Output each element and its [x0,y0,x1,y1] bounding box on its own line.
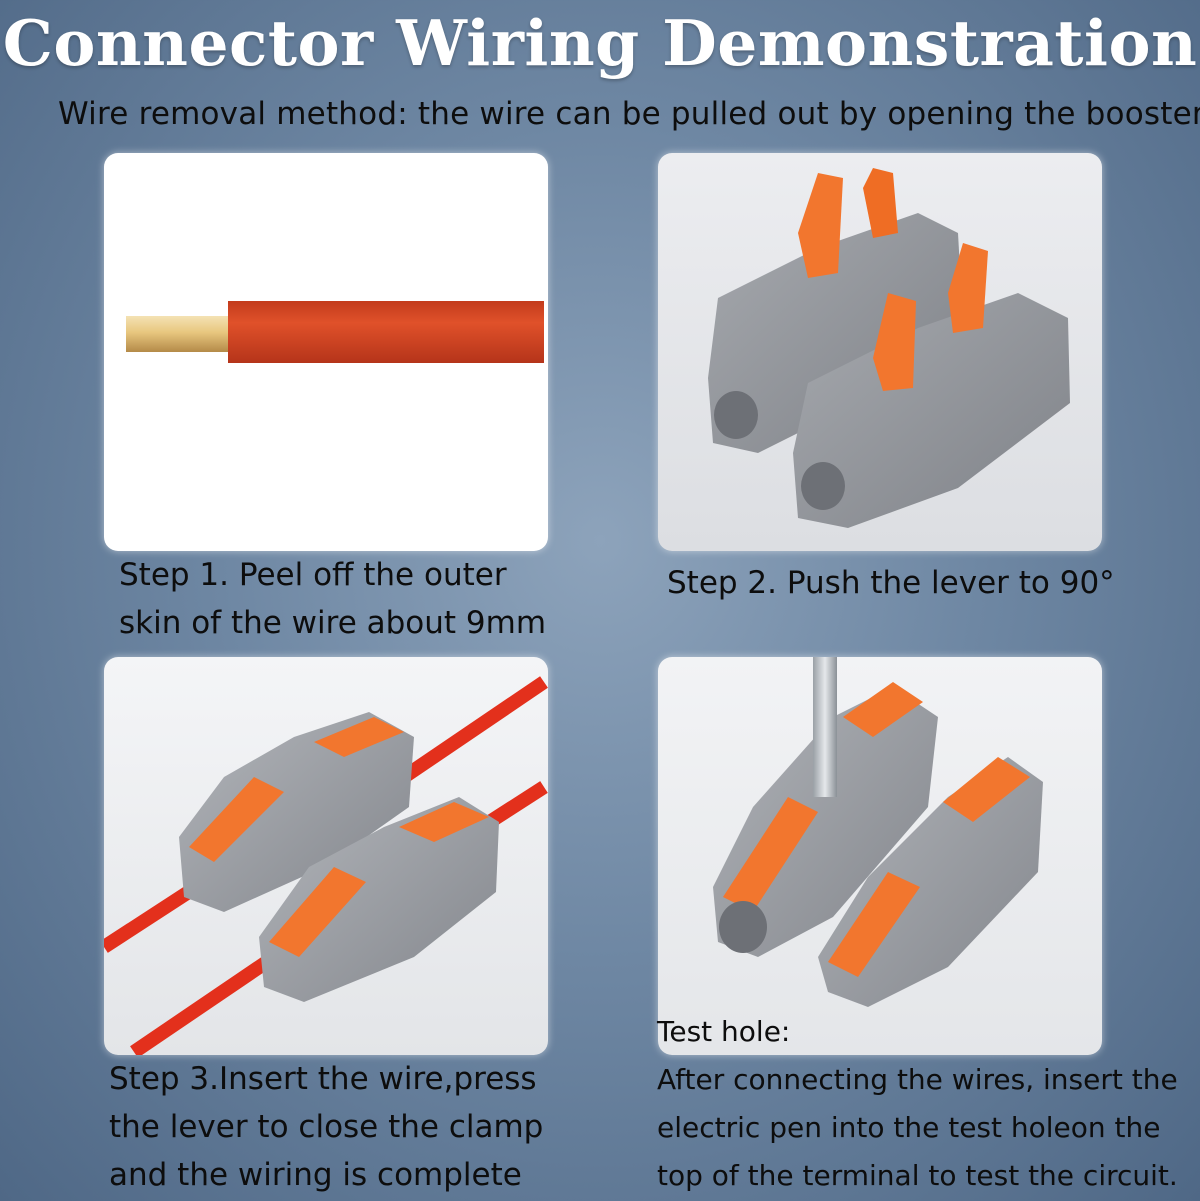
connector-body-front [793,293,1070,528]
caption-line: Step 3.Insert the wire,press [109,1061,537,1097]
connector-body-back [708,213,963,453]
step4-caption: Test hole: After connecting the wires, i… [657,1008,1178,1200]
electric-pen [813,657,837,797]
caption-line: Step 2. Push the lever to 90° [667,565,1115,601]
lever-1 [798,173,843,278]
connector-closed-back [179,712,414,912]
lever-closed-2 [314,717,404,757]
lever-test-3 [828,872,920,977]
caption-line: the lever to close the clamp [109,1109,544,1145]
wire-insulation [228,301,544,363]
step2-caption: Step 2. Push the lever to 90° [667,559,1115,607]
lever-4 [948,243,988,333]
caption-line: and the wiring is complete [109,1157,522,1193]
step2-image [658,153,1102,551]
caption-line: top of the terminal to test the circuit. [657,1159,1178,1192]
lever-test-1 [723,797,818,912]
lever-3 [873,293,916,391]
caption-line: electric pen into the test holeon the [657,1111,1161,1144]
step1-image [104,153,548,551]
lever-test-2 [843,682,923,737]
lever-2 [863,168,898,238]
step3-caption: Step 3.Insert the wire,press the lever t… [109,1055,543,1199]
page-title: Connector Wiring Demonstration [2,6,1198,80]
lever-closed-1 [189,777,284,862]
lever-closed-4 [399,802,489,842]
caption-line: Step 1. Peel off the outer [119,557,507,593]
lever-closed-3 [269,867,366,957]
wire-a-out [400,676,548,783]
caption-line: Test hole: [657,1015,791,1048]
lever-test-4 [943,757,1030,822]
wire-hole-back [714,391,758,439]
connector-test-back [713,687,938,957]
connector-closed-front [259,797,499,1002]
step3-image [104,657,548,1055]
copper-core [126,316,236,352]
wire-b-in [130,951,278,1055]
page-subtitle: Wire removal method: the wire can be pul… [58,96,1200,132]
test-wire-hole [719,901,767,953]
step1-caption: Step 1. Peel off the outer skin of the w… [119,551,546,647]
step4-image [658,657,1102,1055]
wire-hole-front [801,462,845,510]
caption-line: skin of the wire about 9mm [119,605,547,641]
caption-line: After connecting the wires, insert the [657,1063,1178,1096]
